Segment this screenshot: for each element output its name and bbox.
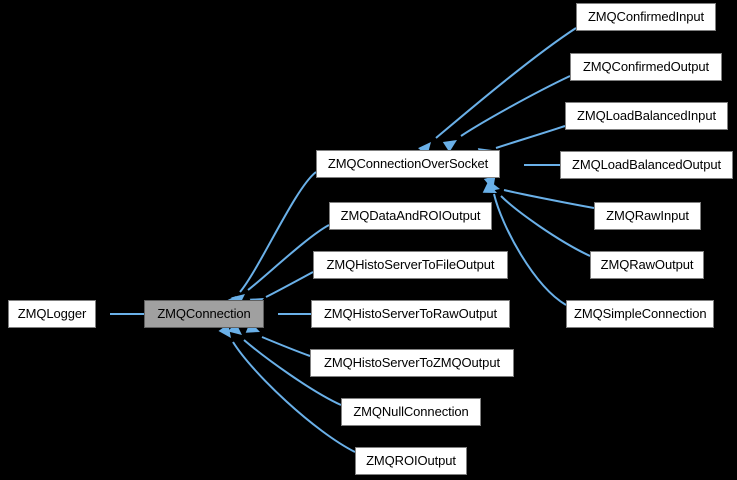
arrowhead-zmqconnectionoversocket-2 bbox=[442, 140, 457, 153]
arrowhead-zmqconnection-6 bbox=[228, 322, 242, 335]
class-node-zmqloadbalancedoutput[interactable]: ZMQLoadBalancedOutput bbox=[560, 151, 733, 179]
arrowhead-triangle bbox=[442, 140, 457, 153]
class-node-zmqrawoutput[interactable]: ZMQRawOutput bbox=[590, 251, 704, 279]
class-node-label: ZMQROIOutput bbox=[366, 453, 456, 468]
arrowhead-zmqconnectionoversocket-7 bbox=[483, 175, 496, 190]
class-node-label: ZMQLogger bbox=[17, 306, 87, 321]
edge-zmqconfirmedoutput-to-zmqconnectionoversocket bbox=[460, 75, 571, 137]
arrowhead-triangle bbox=[228, 322, 242, 335]
class-node-label: ZMQConnectionOverSocket bbox=[327, 156, 489, 171]
class-node-zmqconfirmedinput[interactable]: ZMQConfirmedInput bbox=[576, 3, 716, 31]
class-node-label: ZMQRawInput bbox=[606, 208, 689, 223]
class-node-zmqconnectionoversocket[interactable]: ZMQConnectionOverSocket bbox=[316, 150, 500, 178]
arrowhead-triangle bbox=[482, 181, 497, 193]
class-node-zmqhistoservertofileoutput[interactable]: ZMQHistoServerToFileOutput bbox=[313, 251, 508, 279]
class-node-label: ZMQConfirmedInput bbox=[587, 9, 705, 24]
arrowhead-zmqconnectionoversocket-6 bbox=[482, 181, 497, 193]
edge-zmqsimpleconnection-to-zmqconnectionoversocket bbox=[493, 193, 567, 306]
edge-zmqdataandroioutput-to-zmqconnection bbox=[247, 224, 330, 291]
class-node-label: ZMQRawOutput bbox=[600, 257, 694, 272]
class-node-zmqconnection[interactable]: ZMQConnection bbox=[144, 300, 264, 328]
class-node-zmqhistoservertozmqoutput[interactable]: ZMQHistoServerToZMQOutput bbox=[310, 349, 514, 377]
class-node-zmqhistoservertorawoutput[interactable]: ZMQHistoServerToRawOutput bbox=[311, 300, 510, 328]
class-node-label: ZMQHistoServerToZMQOutput bbox=[324, 355, 500, 370]
class-node-label: ZMQHistoServerToFileOutput bbox=[326, 257, 495, 272]
class-node-label: ZMQLoadBalancedOutput bbox=[572, 157, 721, 172]
edge-zmqhistoservertozmqoutput-to-zmqconnection bbox=[261, 336, 311, 357]
edge-zmqhistoservertofileoutput-to-zmqconnection bbox=[265, 271, 314, 298]
class-node-label: ZMQNullConnection bbox=[353, 404, 469, 419]
class-node-label: ZMQLoadBalancedInput bbox=[577, 108, 716, 123]
class-node-zmqroioutput[interactable]: ZMQROIOutput bbox=[355, 447, 467, 475]
edge-zmqroioutput-to-zmqconnection bbox=[232, 341, 356, 453]
class-node-label: ZMQConnection bbox=[157, 306, 251, 321]
class-node-zmqlogger[interactable]: ZMQLogger bbox=[8, 300, 96, 328]
class-node-zmqloadbalancedinput[interactable]: ZMQLoadBalancedInput bbox=[565, 102, 728, 130]
class-node-zmqrawinput[interactable]: ZMQRawInput bbox=[594, 202, 701, 230]
class-node-zmqconfirmedoutput[interactable]: ZMQConfirmedOutput bbox=[570, 53, 722, 81]
class-node-zmqnullconnection[interactable]: ZMQNullConnection bbox=[341, 398, 481, 426]
arrowhead-triangle bbox=[483, 175, 496, 190]
edge-zmqrawinput-to-zmqconnectionoversocket bbox=[503, 189, 595, 209]
class-node-zmqsimpleconnection[interactable]: ZMQSimpleConnection bbox=[566, 300, 714, 328]
edge-zmqloadbalancedinput-to-zmqconnectionoversocket bbox=[495, 125, 566, 149]
class-node-label: ZMQDataAndROIOutput bbox=[340, 208, 481, 223]
class-node-label: ZMQSimpleConnection bbox=[574, 306, 707, 321]
class-node-label: ZMQHistoServerToRawOutput bbox=[323, 306, 498, 321]
class-node-label: ZMQConfirmedOutput bbox=[582, 59, 710, 74]
class-node-zmqdataandroioutput[interactable]: ZMQDataAndROIOutput bbox=[329, 202, 492, 230]
edge-zmqconnectionoversocket-to-zmqconnection bbox=[239, 171, 317, 293]
edge-zmqnullconnection-to-zmqconnection bbox=[243, 339, 342, 406]
edge-zmqrawoutput-to-zmqconnectionoversocket bbox=[500, 195, 591, 257]
edge-zmqconfirmedinput-to-zmqconnectionoversocket bbox=[435, 27, 577, 139]
